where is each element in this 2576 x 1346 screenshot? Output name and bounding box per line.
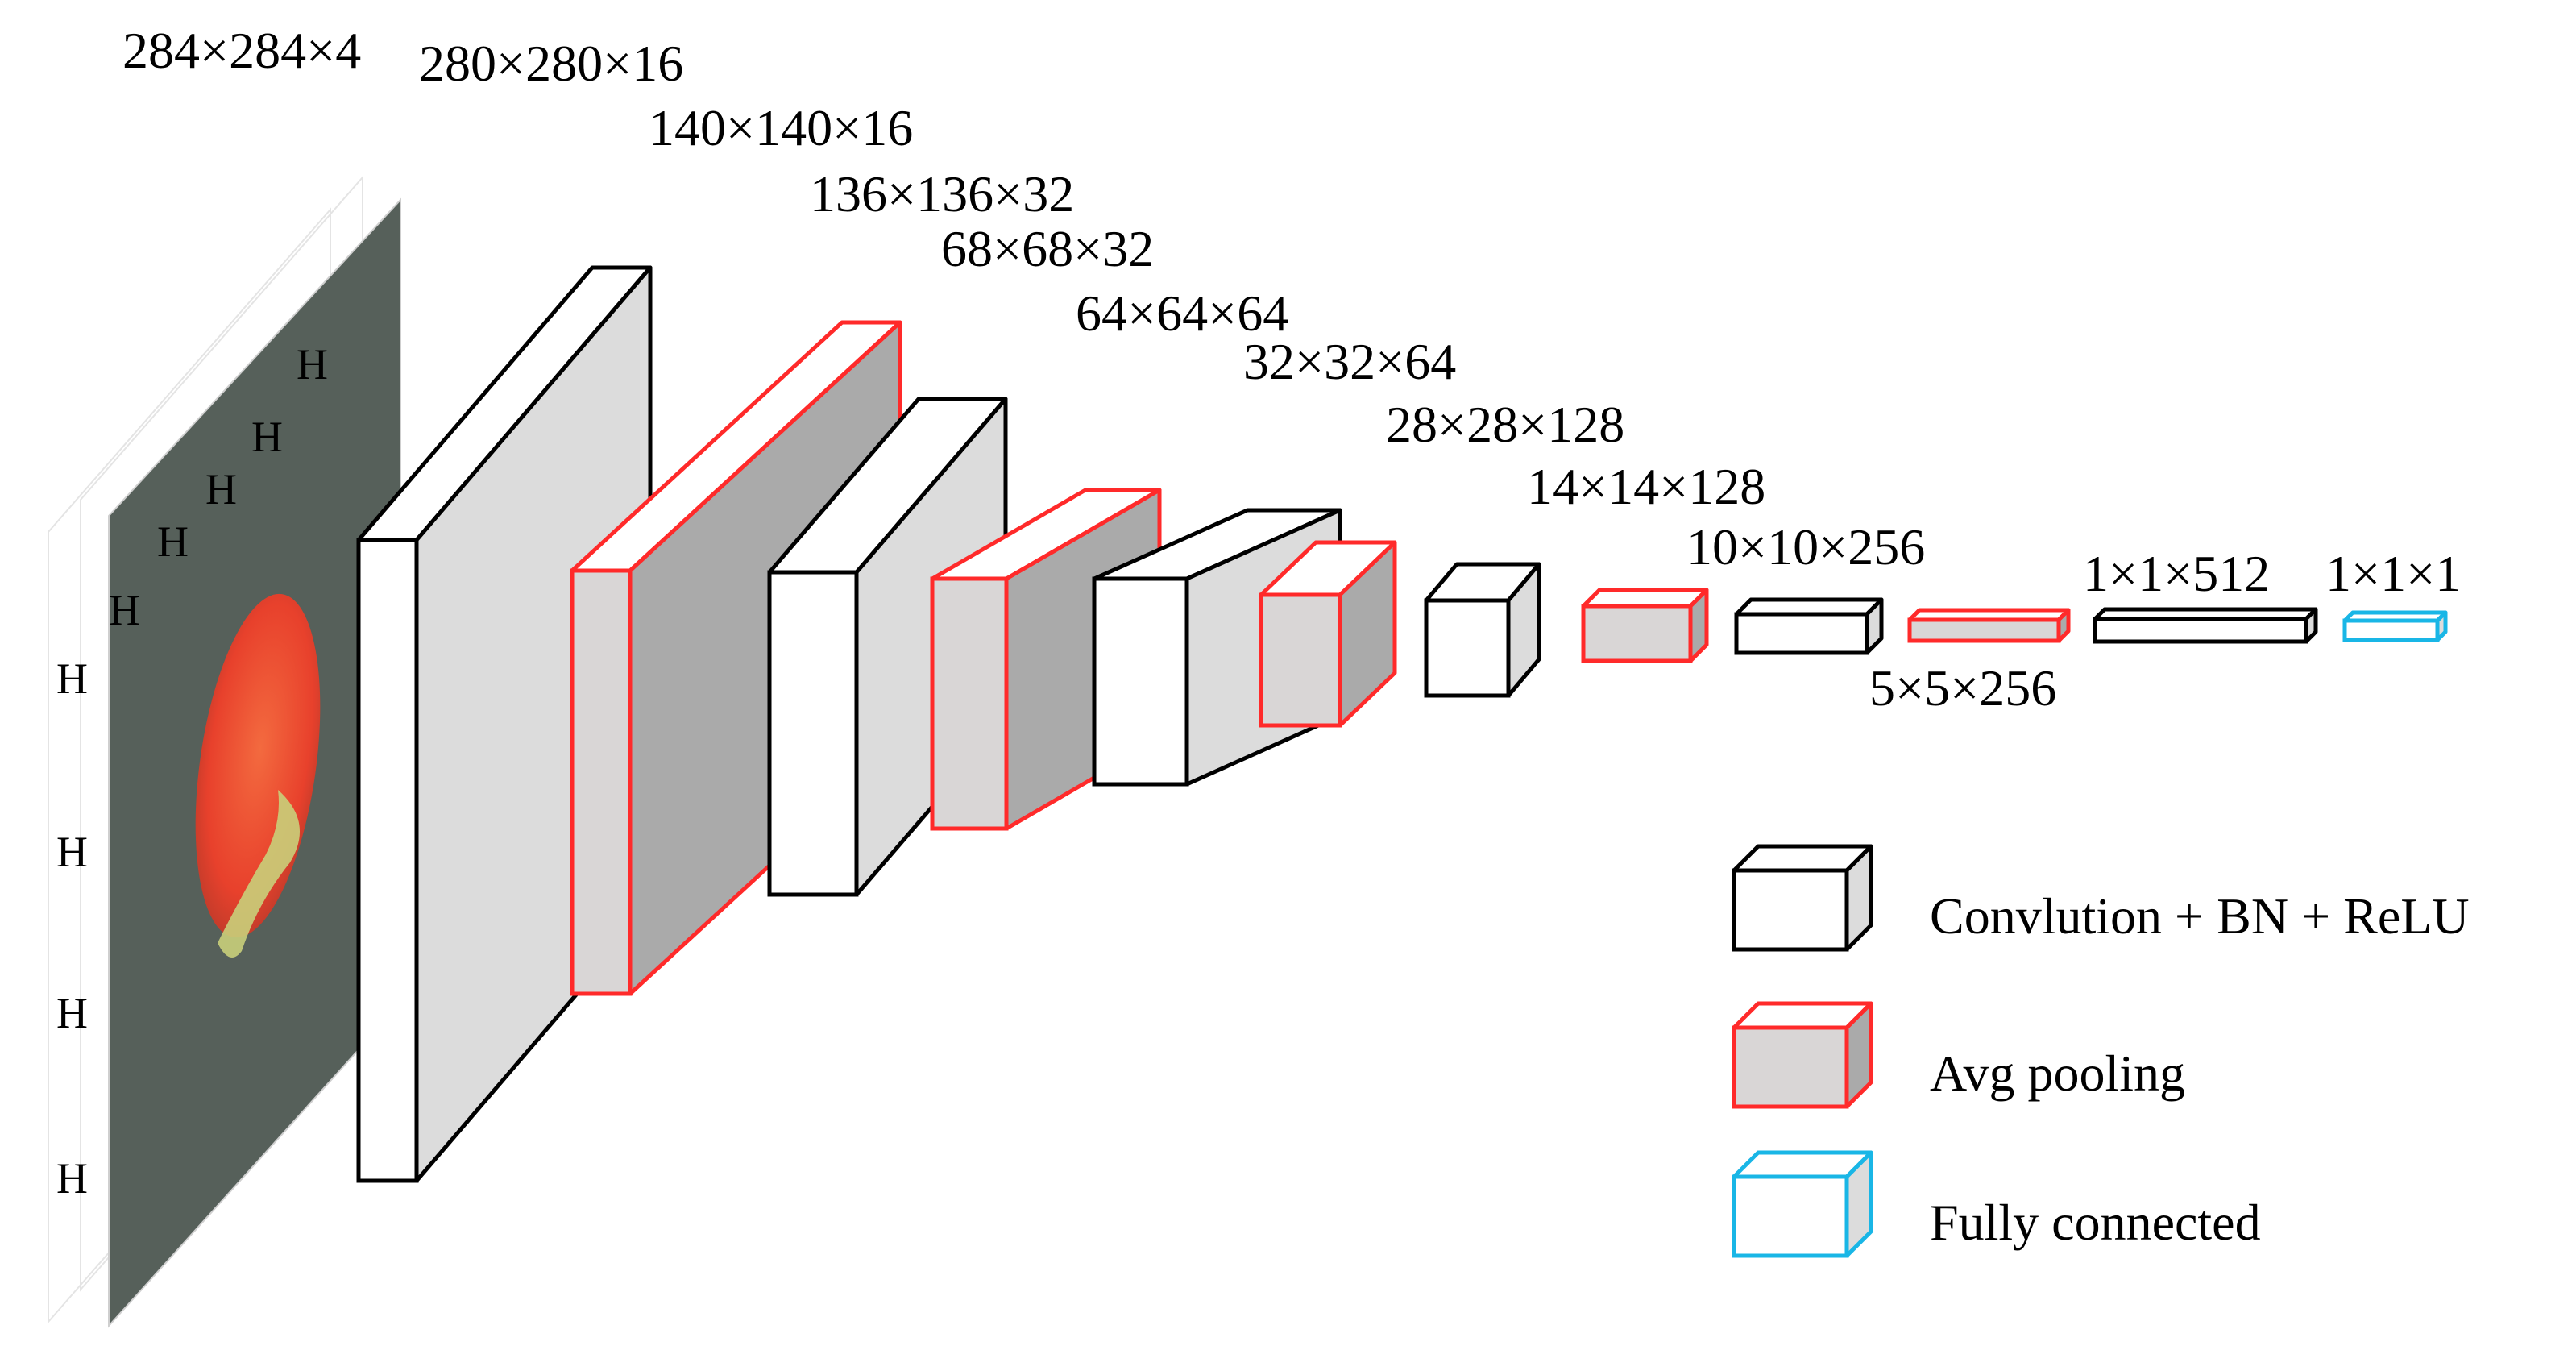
layer-9-conv-block-top-face bbox=[1734, 597, 1884, 617]
layer-7-conv-block-front-face bbox=[1424, 598, 1511, 698]
channel-mark: H bbox=[157, 517, 189, 566]
strawberry-image bbox=[195, 593, 321, 958]
channel-mark: H bbox=[56, 989, 88, 1037]
layer-8-dims-label: 14×14×128 bbox=[1527, 458, 1765, 515]
layer-2-dims-label: 140×140×16 bbox=[649, 99, 913, 156]
channel-mark: H bbox=[205, 465, 237, 513]
layer-10-pool-block bbox=[1907, 608, 2071, 643]
layer-10-pool-block-front-face bbox=[1907, 617, 2061, 643]
layer-6-pool-block bbox=[1259, 540, 1397, 728]
channel-mark: H bbox=[56, 828, 88, 876]
layer-9-conv-block-front-face bbox=[1734, 612, 1869, 655]
layer-11-conv-block-front-face bbox=[2093, 617, 2308, 644]
layer-12-fc-block-front-face bbox=[2342, 618, 2440, 642]
layer-12-fc-block bbox=[2342, 610, 2448, 642]
layer-7-conv-block bbox=[1424, 562, 1541, 698]
layer-3-dims-label: 136×136×32 bbox=[810, 165, 1074, 222]
input-dims-label: 284×284×4 bbox=[122, 22, 361, 79]
layer-5-conv-block-front-face bbox=[1092, 576, 1189, 787]
layer-10-dims-label: 5×5×256 bbox=[1869, 659, 2056, 717]
layer-3-conv-block-front-face bbox=[767, 570, 859, 897]
channel-mark: H bbox=[251, 413, 283, 461]
channel-mark: H bbox=[56, 1154, 88, 1203]
layer-1-conv-block-front-face bbox=[356, 538, 419, 1183]
layer-4-dims-label: 68×68×32 bbox=[941, 220, 1154, 277]
legend-pool-swatch-front-face bbox=[1732, 1025, 1849, 1109]
layer-8-pool-block bbox=[1581, 588, 1709, 663]
layer-9-conv-block bbox=[1734, 597, 1884, 655]
layer-11-dims-label: 1×1×512 bbox=[2083, 545, 2270, 602]
layer-12-dims-label: 1×1×1 bbox=[2325, 545, 2461, 602]
layer-5-dims-label: 64×64×64 bbox=[1076, 285, 1288, 342]
legend-conv-label: Convlution + BN + ReLU bbox=[1930, 887, 2470, 945]
legend-pool-swatch bbox=[1732, 1001, 1873, 1109]
layer-2-pool-block-front-face bbox=[570, 568, 633, 996]
legend-pool-label: Avg pooling bbox=[1930, 1045, 2185, 1102]
layer-9-dims-label: 10×10×256 bbox=[1686, 518, 1925, 575]
layer-11-conv-block bbox=[2093, 607, 2318, 644]
layer-7-dims-label: 28×28×128 bbox=[1386, 396, 1624, 453]
channel-mark: H bbox=[56, 654, 88, 703]
layer-6-dims-label: 32×32×64 bbox=[1243, 333, 1456, 390]
legend-conv-swatch-front-face bbox=[1732, 868, 1849, 952]
legend-conv-swatch bbox=[1732, 844, 1873, 952]
layer-6-pool-block-front-face bbox=[1259, 592, 1342, 728]
legend-fc-swatch-front-face bbox=[1732, 1174, 1849, 1258]
layer-8-pool-block-front-face bbox=[1581, 604, 1693, 663]
channel-mark: H bbox=[297, 340, 328, 388]
legend-fc-swatch bbox=[1732, 1150, 1873, 1258]
layer-1-dims-label: 280×280×16 bbox=[419, 35, 683, 92]
legend-fc-label: Fully connected bbox=[1930, 1194, 2261, 1251]
layer-4-pool-block-front-face bbox=[930, 576, 1009, 831]
channel-mark: H bbox=[109, 586, 140, 634]
layer-8-pool-block-top-face bbox=[1581, 588, 1709, 609]
